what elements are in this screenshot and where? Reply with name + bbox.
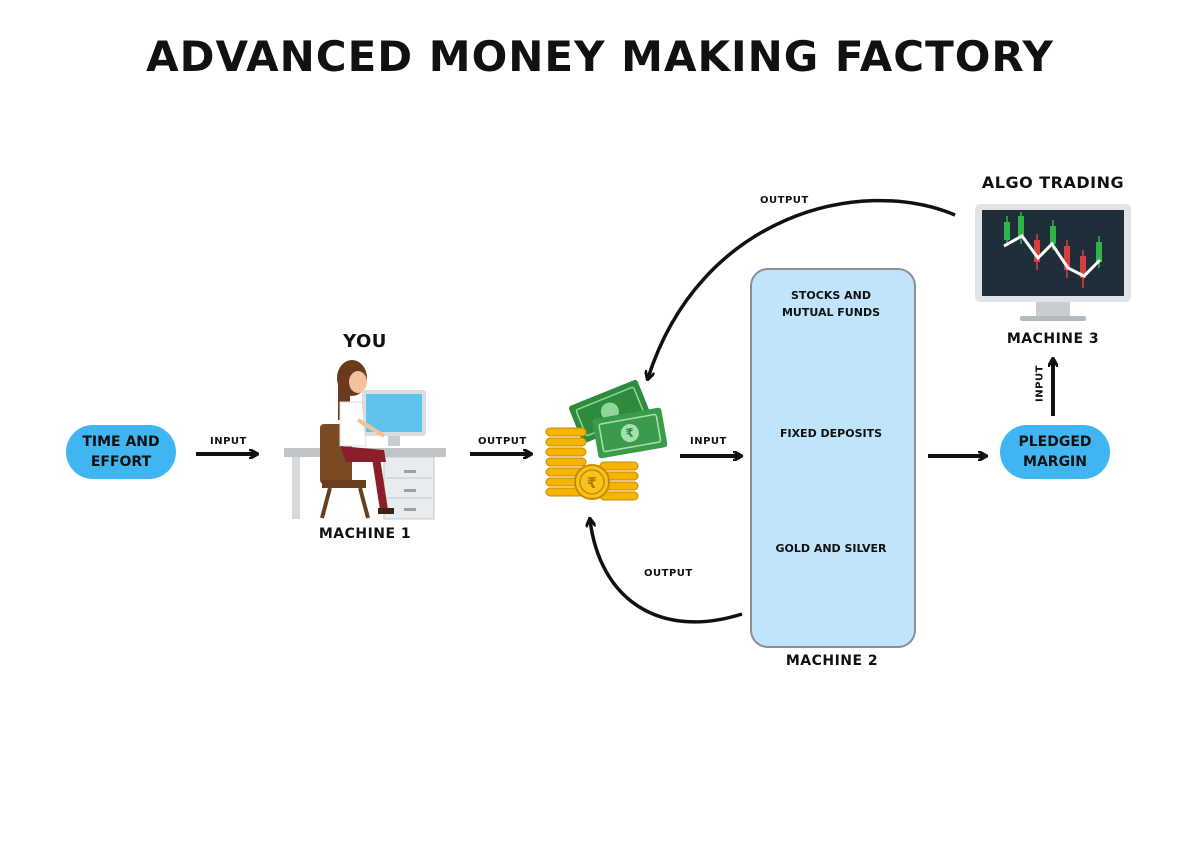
money-pile-illustration: ₹ ₹: [545, 379, 668, 501]
edge-label-input-2: INPUT: [690, 436, 727, 447]
fixed-deposits-label: FIXED DEPOSITS: [779, 427, 883, 440]
machine3-label: MACHINE 3: [1006, 331, 1100, 347]
edge-label-input-1: INPUT: [210, 436, 247, 447]
pledged-margin-node: PLEDGED MARGIN: [1000, 425, 1110, 479]
person-at-desk-illustration: [284, 360, 446, 520]
machine1-label: MACHINE 1: [318, 526, 412, 542]
page-title: ADVANCED MONEY MAKING FACTORY: [146, 32, 1054, 81]
svg-text:₹: ₹: [625, 425, 636, 440]
machine2-panel: [750, 268, 916, 648]
edge-label-output-1: OUTPUT: [478, 436, 527, 447]
arrow-machine2-output-curve: [590, 520, 743, 624]
algo-trading-monitor-icon: [975, 204, 1131, 321]
pledged-margin-label: PLEDGED MARGIN: [1018, 434, 1092, 470]
edge-label-output-machine3: OUTPUT: [760, 195, 809, 206]
svg-text:₹: ₹: [587, 474, 597, 492]
stocks-label: STOCKS AND MUTUAL FUNDS: [781, 289, 881, 319]
gold-silver-label: GOLD AND SILVER: [775, 542, 887, 555]
time-and-effort-node: TIME AND EFFORT: [66, 425, 176, 479]
machine2-label: MACHINE 2: [785, 653, 879, 669]
edge-label-output-machine2: OUTPUT: [644, 568, 693, 579]
time-and-effort-label: TIME AND EFFORT: [82, 434, 160, 470]
algo-trading-label: ALGO TRADING: [981, 173, 1125, 192]
edge-label-input-3: INPUT: [1034, 365, 1046, 402]
arrow-machine3-output-curve: [648, 198, 956, 378]
you-label: YOU: [343, 331, 387, 352]
